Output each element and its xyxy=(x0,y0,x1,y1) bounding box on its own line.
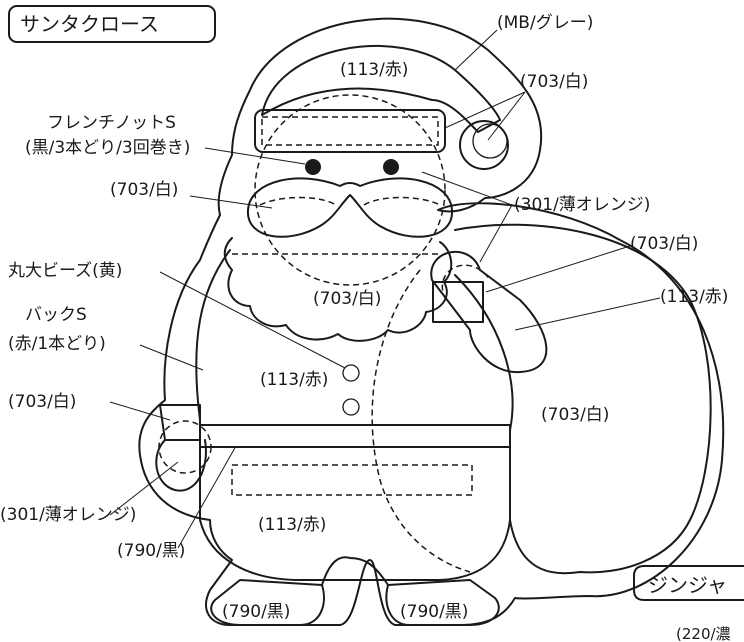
leader-lines xyxy=(109,29,661,549)
label-outline: (MB/グレー) xyxy=(497,13,593,33)
hat xyxy=(261,44,501,133)
label-coat: (113/赤) xyxy=(260,370,328,390)
next-title: ジンジャ xyxy=(648,573,727,597)
label-face: (301/薄オレンジ) xyxy=(514,195,650,215)
label-belt: (790/黒) xyxy=(117,541,185,561)
label-coat-lower: (113/赤) xyxy=(258,515,326,535)
pompom xyxy=(459,120,509,170)
label-cuff-l: (703/白) xyxy=(8,392,76,412)
label-mustache: (703/白) xyxy=(110,180,178,200)
right-boot xyxy=(385,579,500,626)
sack xyxy=(454,223,712,575)
label-beard: (703/白) xyxy=(313,289,381,309)
label-sack: (703/白) xyxy=(541,405,609,425)
label-eyes: フレンチノットS xyxy=(47,113,176,133)
outer-outline xyxy=(138,17,725,626)
mustache-stitch-right xyxy=(363,196,441,206)
left-hand xyxy=(155,439,207,492)
hat-brim-stitch xyxy=(261,116,439,146)
label-backstitch: バックS xyxy=(25,305,87,325)
mustache-stitch-left xyxy=(259,196,337,206)
label-mitten-r: (113/赤) xyxy=(660,287,728,307)
label-backstitch-detail: (赤/1本どり) xyxy=(8,334,106,354)
leg-gap xyxy=(321,556,389,586)
belt xyxy=(199,424,511,448)
label-pompom: (703/白) xyxy=(520,72,588,92)
label-mitten-cuff-r: (703/白) xyxy=(630,234,698,254)
sack-stitch xyxy=(371,269,471,573)
label-boot-l: (790/黒) xyxy=(222,602,290,622)
beard xyxy=(223,237,453,342)
right-eye xyxy=(383,159,399,175)
left-cuff xyxy=(159,404,201,441)
button-1 xyxy=(342,364,360,382)
title: サンタクロース xyxy=(20,12,159,36)
right-mitten xyxy=(430,251,548,374)
label-hand-l: (301/薄オレンジ) xyxy=(0,505,136,525)
pompom-inner xyxy=(472,123,508,159)
coat xyxy=(195,249,514,581)
coat-hem-stitch xyxy=(231,464,473,496)
mustache xyxy=(246,177,454,238)
left-eye xyxy=(305,159,321,175)
label-hat: (113/赤) xyxy=(340,60,408,80)
button-2 xyxy=(342,398,360,416)
face-stitch xyxy=(254,94,446,286)
hat-brim xyxy=(254,109,446,153)
title-box xyxy=(8,5,216,43)
label-eyes-detail: (黒/3本どり/3回巻き) xyxy=(25,138,190,158)
right-mitten-cuff xyxy=(432,281,484,323)
next-label-partial: (220/濃 xyxy=(676,625,731,642)
label-boot-r: (790/黒) xyxy=(400,602,468,622)
left-hand-stitch xyxy=(158,420,212,474)
left-boot xyxy=(210,579,325,626)
label-buttons: 丸大ビーズ(黄) xyxy=(8,261,122,281)
next-title-box xyxy=(633,565,744,601)
